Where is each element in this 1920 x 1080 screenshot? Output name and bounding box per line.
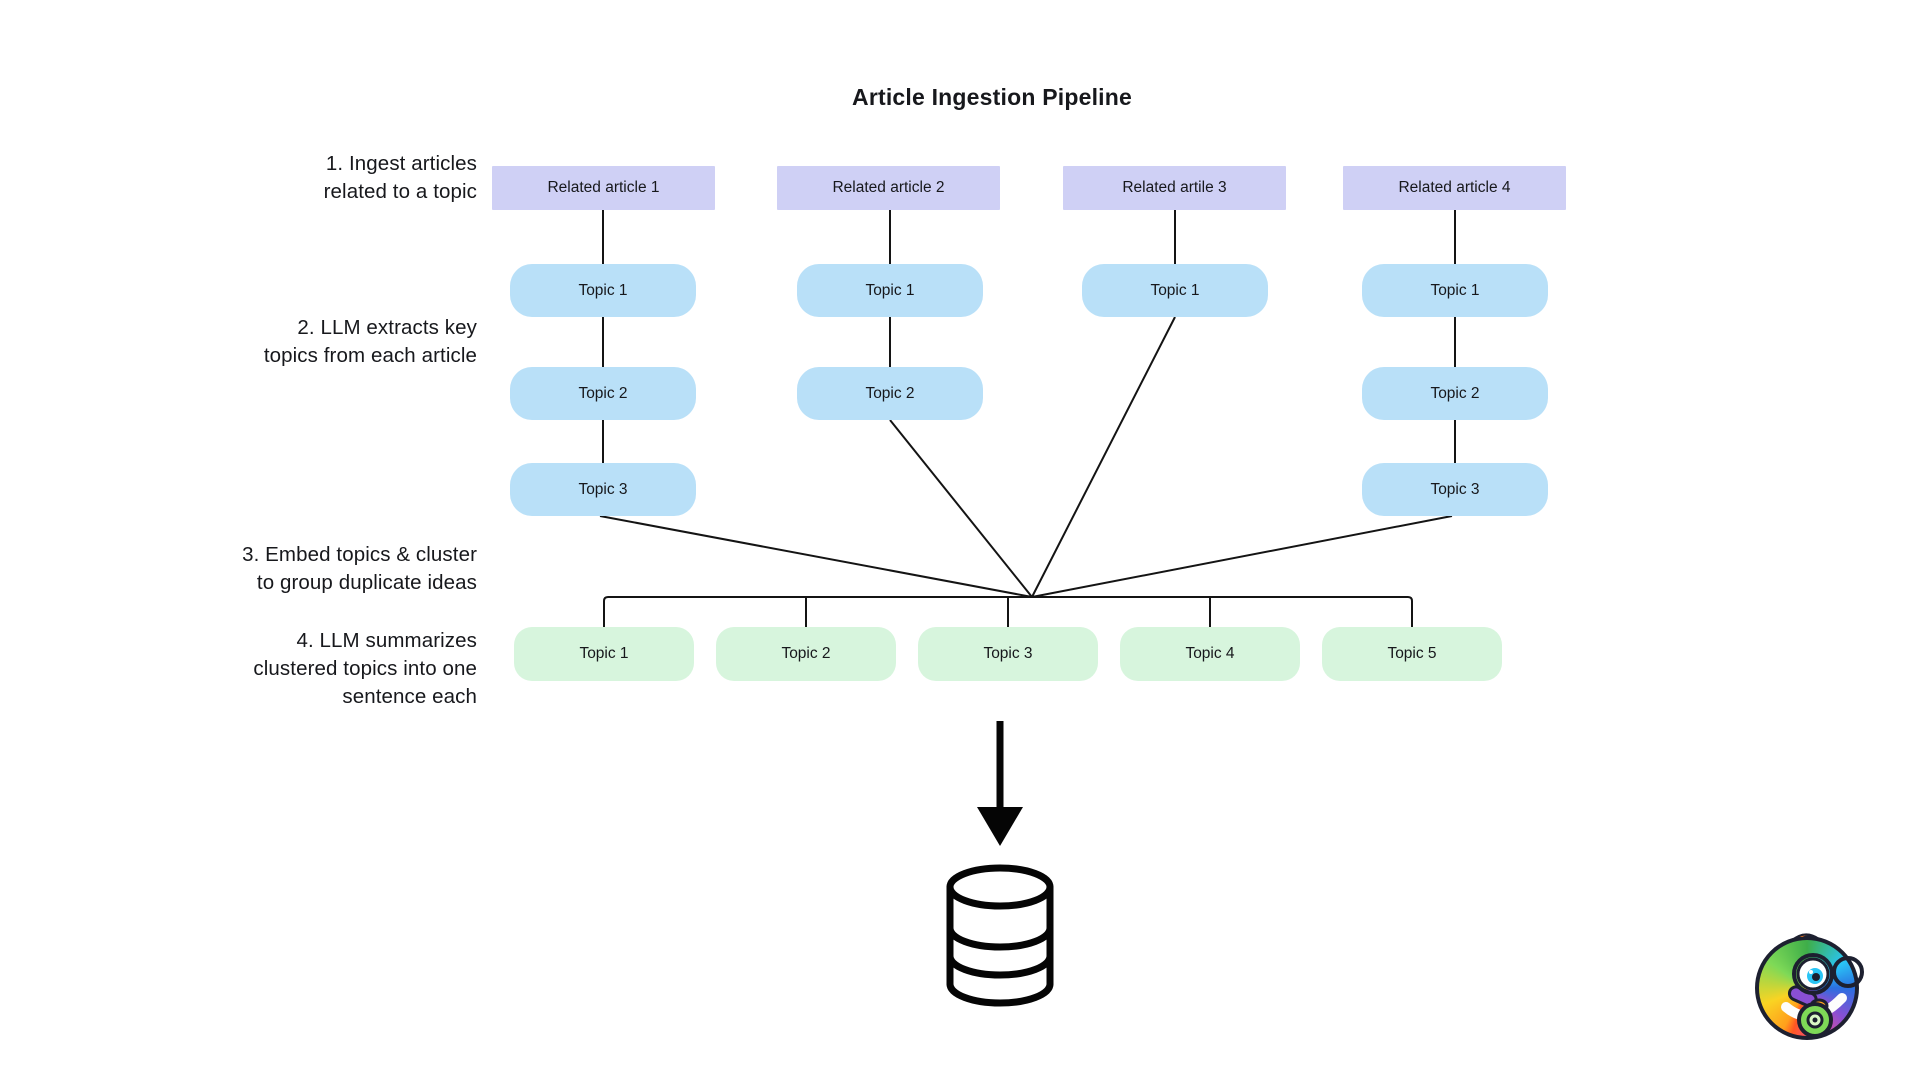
topic-chip-a4-t1: Topic 1 [1362,264,1548,317]
article-box-2: Related article 2 [777,166,1000,210]
cluster-box-2: Topic 2 [716,627,896,681]
topic-chip-a3-t1: Topic 1 [1082,264,1268,317]
cluster-box-3: Topic 3 [918,627,1098,681]
cluster-box-1: Topic 1 [514,627,694,681]
topic-chip-a2-t2: Topic 2 [797,367,983,420]
step-label-3: 3. Embed topics & cluster to group dupli… [242,543,477,594]
step-label-2: 2. LLM extracts key topics from each art… [263,316,477,367]
step-label-4: 4. LLM summarizes clustered topics into … [253,629,477,708]
topic-chip-a1-t1: Topic 1 [510,264,696,317]
article-box-4: Related article 4 [1343,166,1566,210]
article-box-3: Related artile 3 [1063,166,1286,210]
topic-chip-a4-t2: Topic 2 [1362,367,1548,420]
step-label-1: 1. Ingest articles related to a topic [323,152,477,203]
chameleon-face [1781,933,1864,1038]
cluster-box-5: Topic 5 [1322,627,1502,681]
article-box-1: Related article 1 [492,166,715,210]
cluster-box-4: Topic 4 [1120,627,1300,681]
topic-chip-a4-t3: Topic 3 [1362,463,1548,516]
topic-chip-a1-t2: Topic 2 [510,367,696,420]
topic-chip-a2-t1: Topic 1 [797,264,983,317]
chameleon-logo [1753,932,1867,1044]
page-title: Article Ingestion Pipeline [852,84,1132,110]
topic-chip-a1-t3: Topic 3 [510,463,696,516]
